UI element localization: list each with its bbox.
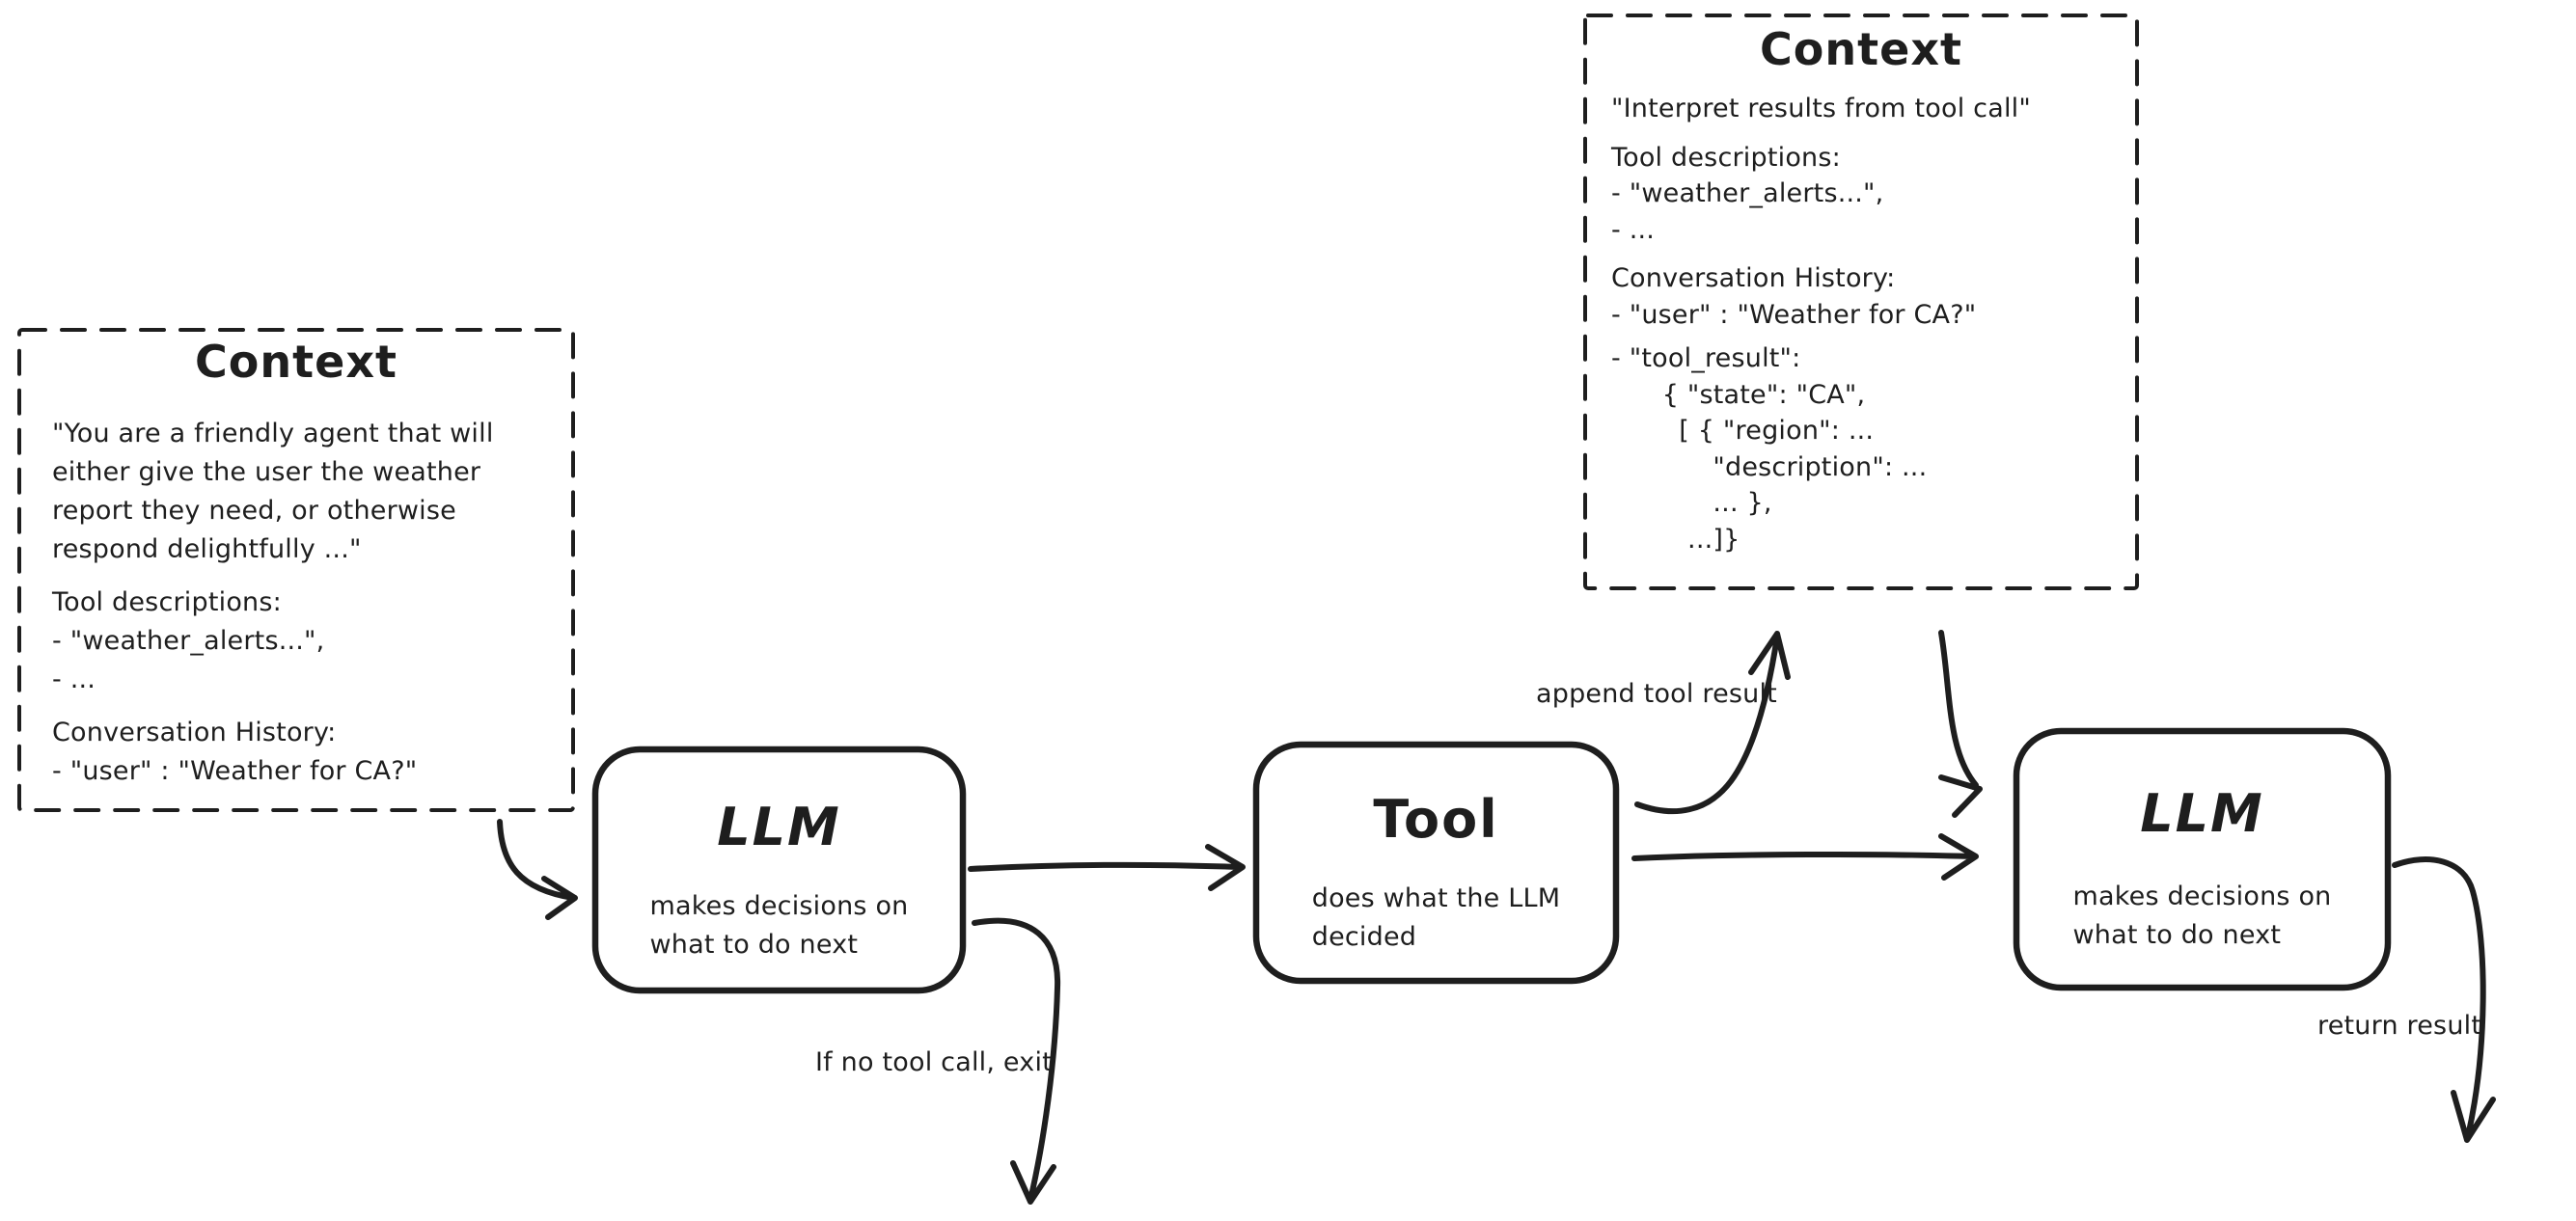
intro-line: "Interpret results from tool call" [1611, 94, 2031, 123]
context-top-box-outline [1583, 14, 2139, 590]
append-tool-result-label: append tool result [1536, 679, 1777, 709]
tool-result-line: [ { "region": ... [1611, 416, 1875, 446]
arrow-llm1-exit [972, 917, 1061, 1205]
context-left-box-outline [17, 328, 575, 812]
prompt-line: report they need, or otherwise [52, 496, 456, 526]
tool-desc-line: - "weather_alerts...", [52, 626, 325, 656]
context-left-title: Context [195, 336, 397, 388]
tool-node-subtitle: does what the LLM decided [1311, 883, 1561, 952]
tool-box-outline [1252, 741, 1620, 985]
history-line: - "user" : "Weather for CA?" [52, 756, 418, 786]
tool-node-title: Tool [1373, 789, 1499, 850]
tool-descriptions-text: Tool descriptions: - "weather_alerts..."… [1611, 140, 2132, 249]
history-line: - "user" : "Weather for CA?" [1611, 299, 1977, 330]
prompt-line: respond delightfully ..." [52, 534, 362, 564]
arrow-llm2-return-result [2392, 856, 2496, 1143]
tool-result-line: - "tool_result": [1611, 343, 1801, 373]
tool-desc-line: Tool descriptions: [1611, 142, 1841, 173]
arrow-context-top-to-llm2 [1938, 630, 1983, 818]
tool-descriptions-text: Tool descriptions: - "weather_alerts..."… [52, 583, 554, 699]
llm1-node-title: LLM [717, 797, 841, 857]
prompt-line: either give the user the weather [52, 457, 481, 487]
conversation-history-text: Conversation History: - "user" : "Weathe… [52, 714, 554, 791]
tool-desc-line: - ... [52, 665, 96, 694]
arrow-context-left-to-llm1 [497, 819, 578, 920]
arrow-tool-to-llm2 [1631, 833, 1979, 881]
tool-result-text: - "tool_result": { "state": "CA", [ { "r… [1611, 340, 2132, 557]
llm2-node-subtitle-wrap: makes decisions on what to do next [2016, 878, 2388, 955]
llm1-node-subtitle: makes decisions on what to do next [649, 891, 909, 960]
llm1-box-outline [591, 746, 967, 994]
system-prompt-text: "You are a friendly agent that will eith… [52, 415, 554, 569]
history-line: Conversation History: [1611, 263, 1896, 293]
context-top-body: "Interpret results from tool call" Tool … [1611, 91, 2132, 557]
tool-result-line: "description": ... [1611, 451, 1928, 482]
interpret-instruction-text: "Interpret results from tool call" [1611, 91, 2132, 127]
tool-desc-line: - ... [1611, 214, 1656, 245]
context-left-body: "You are a friendly agent that will eith… [52, 415, 554, 791]
tool-result-line: ...]} [1611, 524, 1740, 555]
if-no-tool-call-exit-label: If no tool call, exit [815, 1047, 1053, 1077]
llm2-node-title: LLM [2140, 783, 2264, 844]
tool-result-line: { "state": "CA", [1611, 379, 1866, 410]
llm2-box-outline [2013, 727, 2392, 991]
tool-desc-line: - "weather_alerts...", [1611, 178, 1884, 208]
tool-node-subtitle-wrap: does what the LLM decided [1256, 880, 1616, 957]
tool-result-line: ... }, [1611, 488, 1772, 518]
return-result-label: return result [2317, 1011, 2482, 1041]
tool-desc-line: Tool descriptions: [52, 587, 282, 617]
arrow-llm1-to-tool [968, 844, 1246, 891]
arrow-tool-append-result [1634, 631, 1791, 815]
context-top-title: Context [1760, 23, 1962, 75]
llm1-node-subtitle-wrap: makes decisions on what to do next [595, 887, 963, 964]
conversation-history-text: Conversation History: - "user" : "Weathe… [1611, 260, 2132, 333]
history-line: Conversation History: [52, 718, 337, 747]
llm2-node-subtitle: makes decisions on what to do next [2072, 882, 2332, 950]
prompt-line: "You are a friendly agent that will [52, 419, 494, 448]
